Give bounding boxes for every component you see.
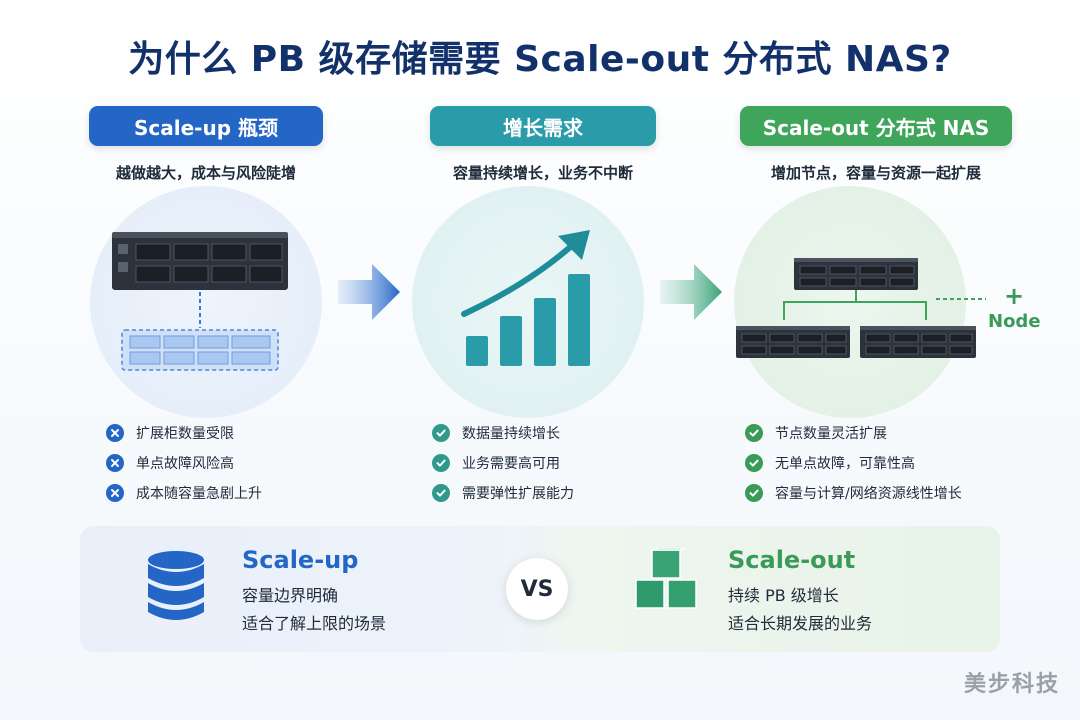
scale-out-nas-badge: Scale-out 分布式 NAS	[740, 106, 1012, 146]
growth-subtitle: 容量持续增长，业务不中断	[452, 164, 633, 182]
check-circle-icon	[745, 484, 763, 502]
cubes-icon	[635, 548, 697, 609]
page-title: 为什么 PB 级存储需要 Scale-out 分布式 NAS?	[128, 39, 952, 80]
scale-up-circle	[90, 186, 322, 418]
watermark: 美步科技	[963, 672, 1060, 697]
list-item: 节点数量灵活扩展	[745, 418, 962, 448]
list-item-text: 需要弹性扩展能力	[462, 486, 574, 502]
growth-circle	[412, 186, 644, 418]
scale-out-subtitle: 增加节点，容量与资源一起扩展	[770, 164, 981, 182]
check-circle-icon	[745, 454, 763, 472]
scale-up-line-1: 容量边界明确	[242, 586, 339, 605]
list-item: 无单点故障，可靠性高	[745, 448, 962, 478]
scale-up-server-icon	[112, 232, 288, 371]
growth-needs-list: 数据量持续增长 业务需要高可用 需要弹性扩展能力	[432, 418, 574, 508]
check-circle-icon	[432, 484, 450, 502]
arrow-right-icon	[660, 264, 722, 320]
scale-up-line-2: 适合了解上限的场景	[242, 614, 387, 633]
scale-out-line-2: 适合长期发展的业务	[728, 614, 873, 633]
list-item: 容量与计算/网络资源线性增长	[745, 478, 962, 508]
column-growth: 增长需求 容量持续增长，业务不中断	[383, 106, 703, 183]
scale-out-nodes-icon	[736, 258, 976, 358]
list-item-text: 数据量持续增长	[462, 426, 560, 442]
growth-bar	[534, 298, 556, 366]
database-icon	[148, 551, 204, 620]
list-item: 数据量持续增长	[432, 418, 574, 448]
list-item-text: 业务需要高可用	[462, 456, 560, 472]
scale-up-subtitle: 越做越大，成本与风险陡增	[115, 164, 296, 182]
list-item: 业务需要高可用	[432, 448, 574, 478]
list-item-text: 容量与计算/网络资源线性增长	[775, 486, 962, 502]
list-item-text: 无单点故障，可靠性高	[775, 456, 915, 472]
scale-out-title: Scale-out	[728, 546, 856, 574]
growth-chart-icon	[461, 230, 590, 366]
list-item: 扩展柜数量受限	[106, 418, 262, 448]
vs-badge: VS	[506, 558, 568, 620]
scale-up-issues-list: 扩展柜数量受限 单点故障风险高 成本随容量急剧上升	[106, 418, 262, 508]
column-scale-up: Scale-up 瓶颈 越做越大，成本与风险陡增	[46, 106, 366, 183]
node-label: Node	[988, 311, 1041, 332]
list-item-text: 节点数量灵活扩展	[775, 426, 887, 442]
scale-out-line-1: 持续 PB 级增长	[728, 586, 839, 605]
scale-up-title: Scale-up	[242, 546, 359, 574]
arrow-right-icon	[338, 264, 400, 320]
dashed-connector-icon	[936, 298, 986, 300]
growth-bar	[500, 316, 522, 366]
list-item: 需要弹性扩展能力	[432, 478, 574, 508]
x-circle-icon	[106, 484, 124, 502]
growth-demand-badge: 增长需求	[430, 106, 656, 146]
list-item-text: 单点故障风险高	[136, 456, 234, 472]
scale-out-benefits-list: 节点数量灵活扩展 无单点故障，可靠性高 容量与计算/网络资源线性增长	[745, 418, 962, 508]
check-circle-icon	[432, 454, 450, 472]
column-scale-out: Scale-out 分布式 NAS 增加节点，容量与资源一起扩展	[716, 106, 1036, 183]
list-item-text: 成本随容量急剧上升	[136, 486, 262, 502]
list-item-text: 扩展柜数量受限	[136, 426, 234, 442]
list-item: 单点故障风险高	[106, 448, 262, 478]
x-circle-icon	[106, 424, 124, 442]
x-circle-icon	[106, 454, 124, 472]
list-item: 成本随容量急剧上升	[106, 478, 262, 508]
growth-bar	[466, 336, 488, 366]
add-node-plus: +	[1004, 282, 1025, 310]
check-circle-icon	[745, 424, 763, 442]
check-circle-icon	[432, 424, 450, 442]
scale-up-bottleneck-badge: Scale-up 瓶颈	[89, 106, 323, 146]
growth-bar	[568, 274, 590, 366]
